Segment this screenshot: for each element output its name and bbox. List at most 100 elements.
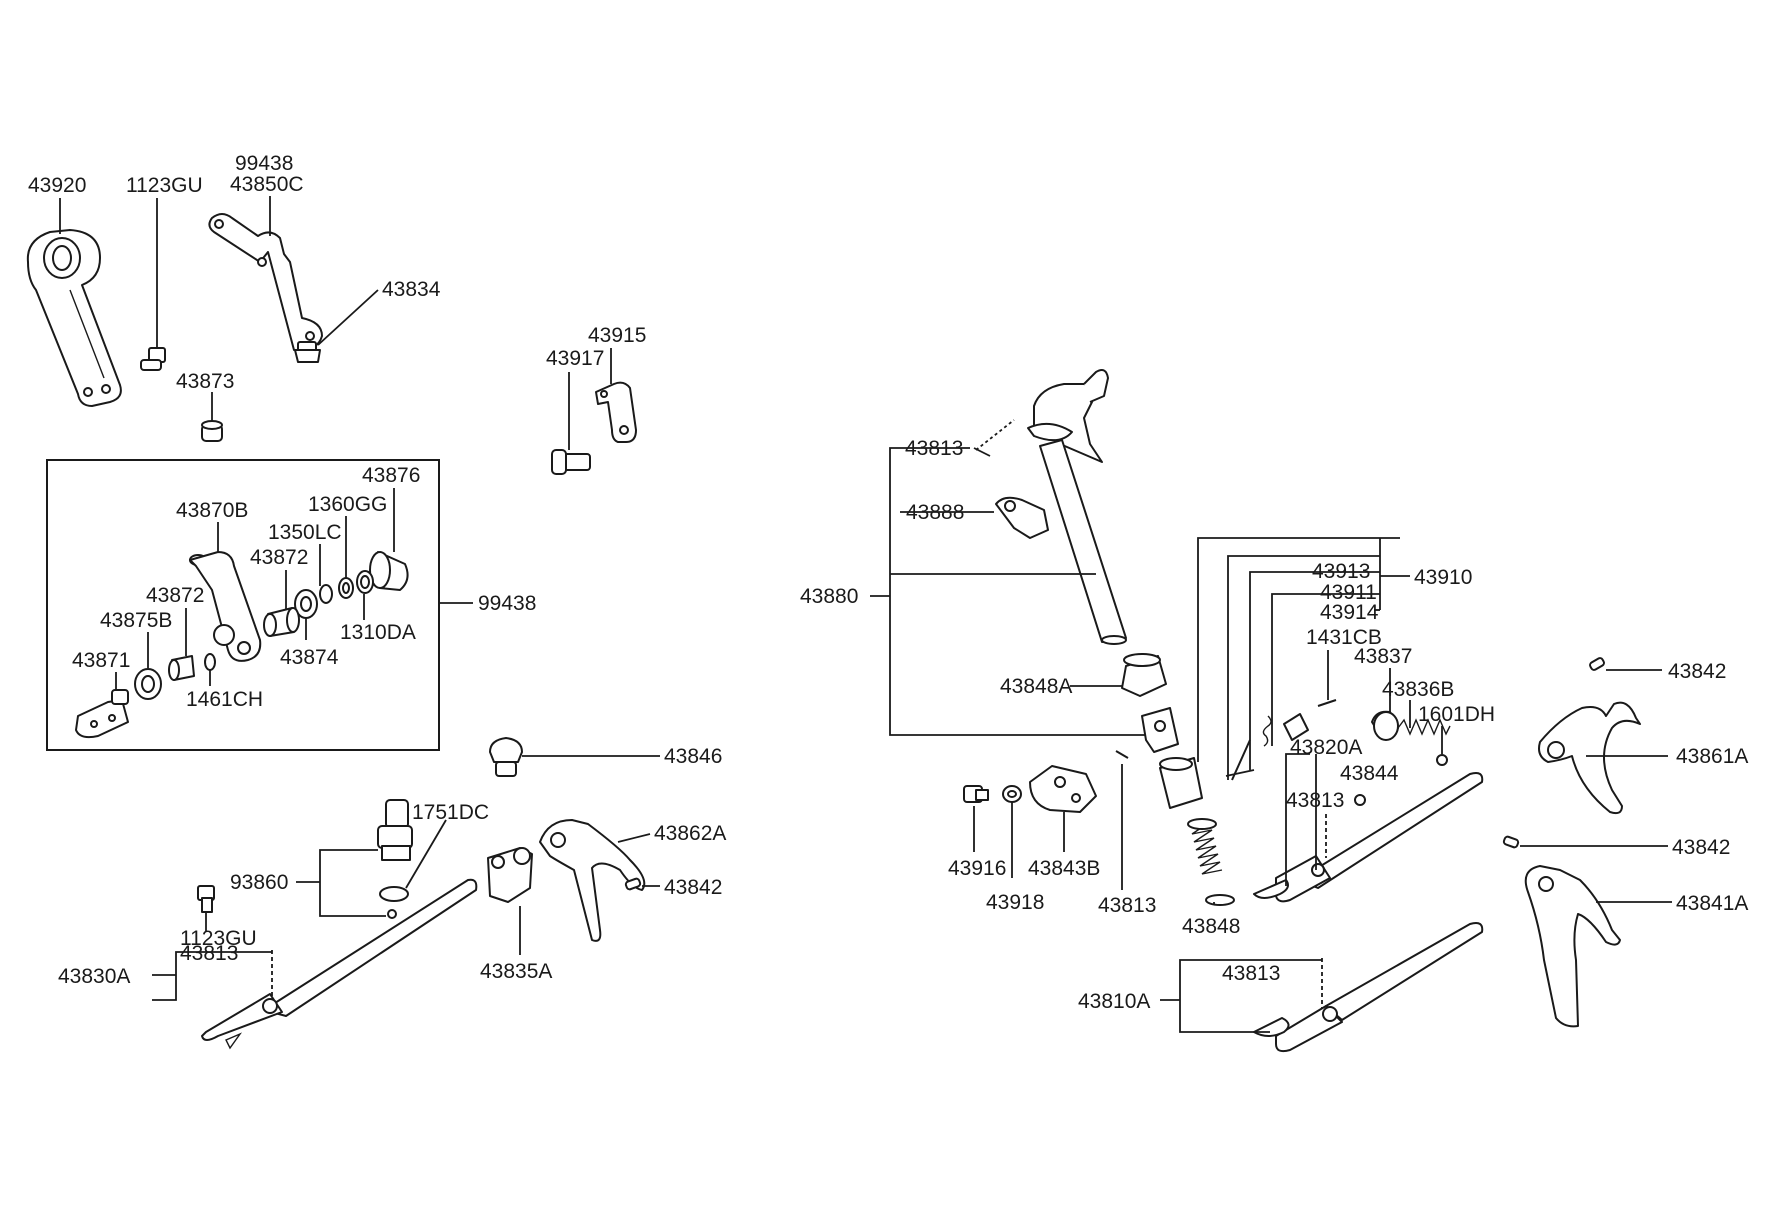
label-43915: 43915 bbox=[588, 324, 646, 347]
part-43810A-rail bbox=[1253, 922, 1484, 1053]
label-43843B: 43843B bbox=[1028, 857, 1100, 880]
label-1123GU-bot: 1123GU bbox=[180, 927, 257, 950]
part-43842-pin-r2 bbox=[1502, 835, 1520, 849]
part-43918-washer bbox=[1002, 785, 1022, 803]
label-43880: 43880 bbox=[800, 585, 858, 608]
label-43888: 43888 bbox=[906, 501, 964, 524]
label-1360GG: 1360GG bbox=[308, 493, 387, 516]
label-43848: 43848 bbox=[1182, 915, 1240, 938]
label-43837: 43837 bbox=[1354, 645, 1412, 668]
part-43836B-spring bbox=[1397, 718, 1451, 736]
label-43813-left: 43813 bbox=[180, 942, 238, 965]
label-43813-r1: 43813 bbox=[905, 437, 963, 460]
part-43844-ball bbox=[1354, 794, 1366, 806]
label-43844: 43844 bbox=[1340, 762, 1399, 785]
label-43870B: 43870B bbox=[176, 499, 248, 522]
label-43873: 43873 bbox=[176, 370, 234, 393]
label-43841A: 43841A bbox=[1676, 892, 1748, 915]
label-43810A: 43810A bbox=[1078, 990, 1150, 1013]
label-43842-r2: 43842 bbox=[1672, 836, 1730, 859]
part-43830A-rail bbox=[201, 878, 478, 1050]
label-1350LC: 1350LC bbox=[268, 521, 342, 544]
part-43848A-cone bbox=[1121, 653, 1167, 697]
label-43850C: 43850C bbox=[230, 173, 304, 196]
part-43888-clip bbox=[995, 496, 1049, 539]
label-43861A: 43861A bbox=[1676, 745, 1748, 768]
kit-box-99438 bbox=[46, 459, 440, 751]
label-43830A: 43830A bbox=[58, 965, 130, 988]
part-1123GU-bolt-lower bbox=[197, 885, 215, 913]
label-43872a: 43872 bbox=[250, 546, 308, 569]
part-43835A-block bbox=[487, 847, 533, 903]
part-43914-plunger bbox=[1283, 713, 1309, 741]
part-1360GG-washer bbox=[338, 577, 354, 599]
part-43875B-seal bbox=[134, 668, 162, 700]
label-43910: 43910 bbox=[1414, 566, 1472, 589]
label-43846: 43846 bbox=[664, 745, 722, 768]
label-43813-r4: 43813 bbox=[1222, 962, 1280, 985]
part-43842-pin bbox=[624, 877, 642, 891]
part-43916-bolt bbox=[963, 785, 989, 803]
label-1601DH: 1601DH bbox=[1418, 703, 1495, 726]
label-99438-box: 99438 bbox=[478, 592, 536, 615]
part-43837-plug bbox=[1371, 710, 1399, 741]
part-43920-bracket bbox=[26, 229, 122, 407]
part-43861A-fork bbox=[1538, 701, 1641, 815]
label-43813-r3: 43813 bbox=[1098, 894, 1156, 917]
part-43872-bushing-upper bbox=[263, 607, 300, 637]
label-43834: 43834 bbox=[382, 278, 441, 301]
label-43813-r2: 43813 bbox=[1286, 789, 1344, 812]
label-1431CB: 1431CB bbox=[1306, 626, 1382, 649]
part-43842-pin-r1 bbox=[1589, 657, 1605, 671]
part-43880-block bbox=[1141, 707, 1179, 753]
label-1751DC: 1751DC bbox=[412, 801, 489, 824]
part-1461CH-nut bbox=[204, 653, 216, 671]
label-43918: 43918 bbox=[986, 891, 1044, 914]
label-1310DA: 1310DA bbox=[340, 621, 416, 644]
label-43862A: 43862A bbox=[654, 822, 726, 845]
part-1350LC-washer bbox=[319, 584, 333, 604]
part-43846-plug bbox=[489, 737, 523, 777]
part-1310DA-nut bbox=[356, 570, 374, 594]
part-43915-bracket bbox=[595, 381, 637, 443]
part-43843B-bracket bbox=[1029, 765, 1097, 813]
part-43917-bolt bbox=[551, 449, 591, 475]
part-43848-spring bbox=[1187, 818, 1235, 906]
part-43841A-fork bbox=[1524, 865, 1621, 1028]
label-93860: 93860 bbox=[230, 871, 288, 894]
part-43870B-arm bbox=[189, 551, 262, 662]
label-1123GU-top: 1123GU bbox=[126, 174, 203, 197]
part-43850C-lever bbox=[208, 213, 323, 351]
part-43848-block bbox=[1159, 757, 1203, 809]
part-1431CB-pin bbox=[1317, 699, 1337, 707]
part-43911-spring bbox=[1262, 715, 1272, 747]
label-43875B: 43875B bbox=[100, 609, 172, 632]
label-43836B: 43836B bbox=[1382, 678, 1454, 701]
part-43876-cap bbox=[369, 551, 409, 591]
label-99438-top: 99438 bbox=[235, 152, 293, 175]
label-1461CH: 1461CH bbox=[186, 688, 263, 711]
part-43880-shaft bbox=[1027, 369, 1127, 645]
label-43911: 43911 bbox=[1320, 581, 1377, 604]
part-43834-nut bbox=[294, 341, 321, 363]
label-43842-left: 43842 bbox=[664, 876, 722, 899]
label-43820A: 43820A bbox=[1290, 736, 1362, 759]
part-43813-pin-r3 bbox=[1115, 750, 1129, 759]
part-1601DH-ball bbox=[1436, 754, 1448, 766]
part-43873-bushing bbox=[201, 420, 223, 442]
label-43876: 43876 bbox=[362, 464, 420, 487]
part-93860-switch bbox=[377, 799, 413, 919]
label-43871: 43871 bbox=[72, 649, 130, 672]
part-1123GU-bolt bbox=[140, 347, 166, 371]
label-43916: 43916 bbox=[948, 857, 1006, 880]
label-43872b: 43872 bbox=[146, 584, 204, 607]
label-43848A: 43848A bbox=[1000, 675, 1072, 698]
label-43917: 43917 bbox=[546, 347, 604, 370]
part-43871-lever bbox=[75, 689, 129, 739]
label-43874: 43874 bbox=[280, 646, 339, 669]
label-43913: 43913 bbox=[1312, 560, 1370, 583]
part-43872-bushing-lower bbox=[168, 655, 195, 681]
label-43842-r1: 43842 bbox=[1668, 660, 1726, 683]
label-43920: 43920 bbox=[28, 174, 86, 197]
